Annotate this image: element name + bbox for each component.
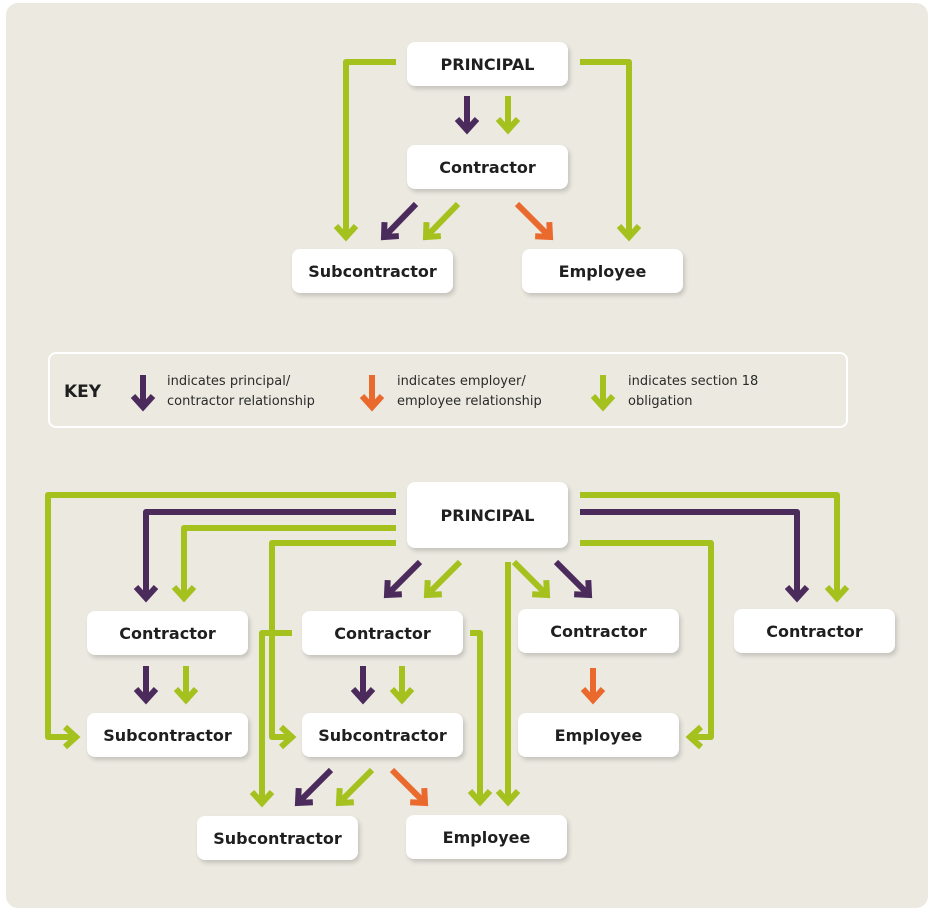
d1-principal-label: PRINCIPAL [440, 54, 535, 74]
d2-subcontractor-2-employee-2-arrow [389, 767, 429, 807]
d2-contractor-1-subcontractor-1-arrow [133, 666, 159, 705]
key-orange-arrow-icon [359, 375, 385, 412]
d1-contractor-subcontractor-s18-arrow [422, 201, 461, 241]
d2-principal-subcontractor-1-s18-arrow [45, 492, 396, 750]
d2-subcontractor-2-subcontractor-3-arrow [294, 767, 334, 807]
key-legend: KEY indicates principal/ contractor rela… [48, 352, 848, 428]
key-employer-employee-line-2: employee relationship [397, 394, 542, 409]
d2-contractor-3-box: Contractor [518, 609, 679, 653]
key-principal-contractor-text: indicates principal/ contractor relation… [167, 372, 357, 412]
d2-contractor-4-box: Contractor [734, 609, 895, 653]
d1-employee-box: Employee [522, 249, 683, 293]
d2-subcontractor-3-box: Subcontractor [197, 816, 358, 860]
key-section18-line-2: obligation [628, 394, 693, 409]
d1-principal-employee-s18-arrow [580, 59, 642, 242]
d2-subcontractor-2-label: Subcontractor [318, 725, 447, 745]
d2-subcontractor-1-label: Subcontractor [103, 725, 232, 745]
key-green-arrow-icon [590, 375, 616, 412]
d2-principal-contractor-3-s18-arrow [511, 559, 551, 599]
d2-contractor-1-box: Contractor [87, 611, 248, 655]
d1-contractor-label: Contractor [439, 157, 536, 177]
d2-contractor-2-employee-2-s18-arrow [467, 630, 493, 807]
key-title: KEY [64, 382, 102, 402]
d2-contractor-1-subcontractor-1-s18-arrow [173, 666, 199, 705]
d2-contractor-3-label: Contractor [550, 621, 647, 641]
d1-principal-contractor-arrow [454, 96, 480, 135]
key-principal-contractor-line-2: contractor relationship [167, 394, 315, 409]
d2-contractor-2-box: Contractor [302, 611, 463, 655]
d2-principal-contractor-4-arrow [580, 509, 810, 603]
d1-contractor-employee-arrow [514, 201, 554, 241]
d2-principal-subcontractor-2-s18-arrow [269, 540, 396, 750]
d2-principal-employee-1-s18-arrow [580, 540, 714, 750]
d2-contractor-3-employee-1-arrow [580, 668, 606, 705]
d2-principal-contractor-4-s18-arrow [580, 492, 850, 603]
d1-principal-contractor-s18-arrow [495, 96, 521, 135]
d2-principal-contractor-2-s18-arrow [423, 559, 463, 599]
d2-employee-1-box: Employee [518, 713, 679, 757]
d2-principal-label: PRINCIPAL [440, 505, 535, 525]
d2-principal-contractor-3-arrow [553, 559, 593, 599]
d2-subcontractor-2-subcontractor-3-s18-arrow [335, 767, 375, 807]
d1-contractor-subcontractor-arrow [380, 201, 419, 241]
key-principal-contractor-line-1: indicates principal/ [167, 374, 291, 389]
d2-contractor-1-label: Contractor [119, 623, 216, 643]
d2-contractor-2-subcontractor-2-s18-arrow [389, 666, 415, 705]
key-section18-line-1: indicates section 18 [628, 374, 759, 389]
key-employer-employee-text: indicates employer/ employee relationshi… [397, 372, 587, 412]
d2-principal-box: PRINCIPAL [407, 482, 568, 548]
d1-principal-subcontractor-s18-arrow [333, 59, 396, 242]
d2-principal-contractor-1-s18-arrow [171, 525, 396, 603]
d1-contractor-box: Contractor [407, 145, 568, 189]
d2-contractor-2-label: Contractor [334, 623, 431, 643]
d2-subcontractor-3-label: Subcontractor [213, 828, 342, 848]
key-section18-text: indicates section 18 obligation [628, 372, 818, 412]
d2-employee-2-box: Employee [406, 815, 567, 859]
key-purple-arrow-icon [130, 375, 156, 412]
d2-principal-employee-2-s18-arrow [495, 562, 521, 807]
d2-contractor-4-label: Contractor [766, 621, 863, 641]
d2-employee-1-label: Employee [554, 725, 643, 745]
d1-employee-label: Employee [558, 261, 647, 281]
d2-contractor-2-subcontractor-3-s18-arrow [249, 630, 292, 808]
d1-subcontractor-box: Subcontractor [292, 249, 453, 293]
d2-subcontractor-2-box: Subcontractor [302, 713, 463, 757]
d2-principal-contractor-1-arrow [133, 509, 396, 603]
d2-employee-2-label: Employee [442, 827, 531, 847]
d2-subcontractor-1-box: Subcontractor [87, 713, 248, 757]
d2-contractor-2-subcontractor-2-arrow [350, 666, 376, 705]
d1-principal-box: PRINCIPAL [407, 42, 568, 86]
key-employer-employee-line-1: indicates employer/ [397, 374, 526, 389]
d2-principal-contractor-2-arrow [383, 559, 423, 599]
d1-subcontractor-label: Subcontractor [308, 261, 437, 281]
